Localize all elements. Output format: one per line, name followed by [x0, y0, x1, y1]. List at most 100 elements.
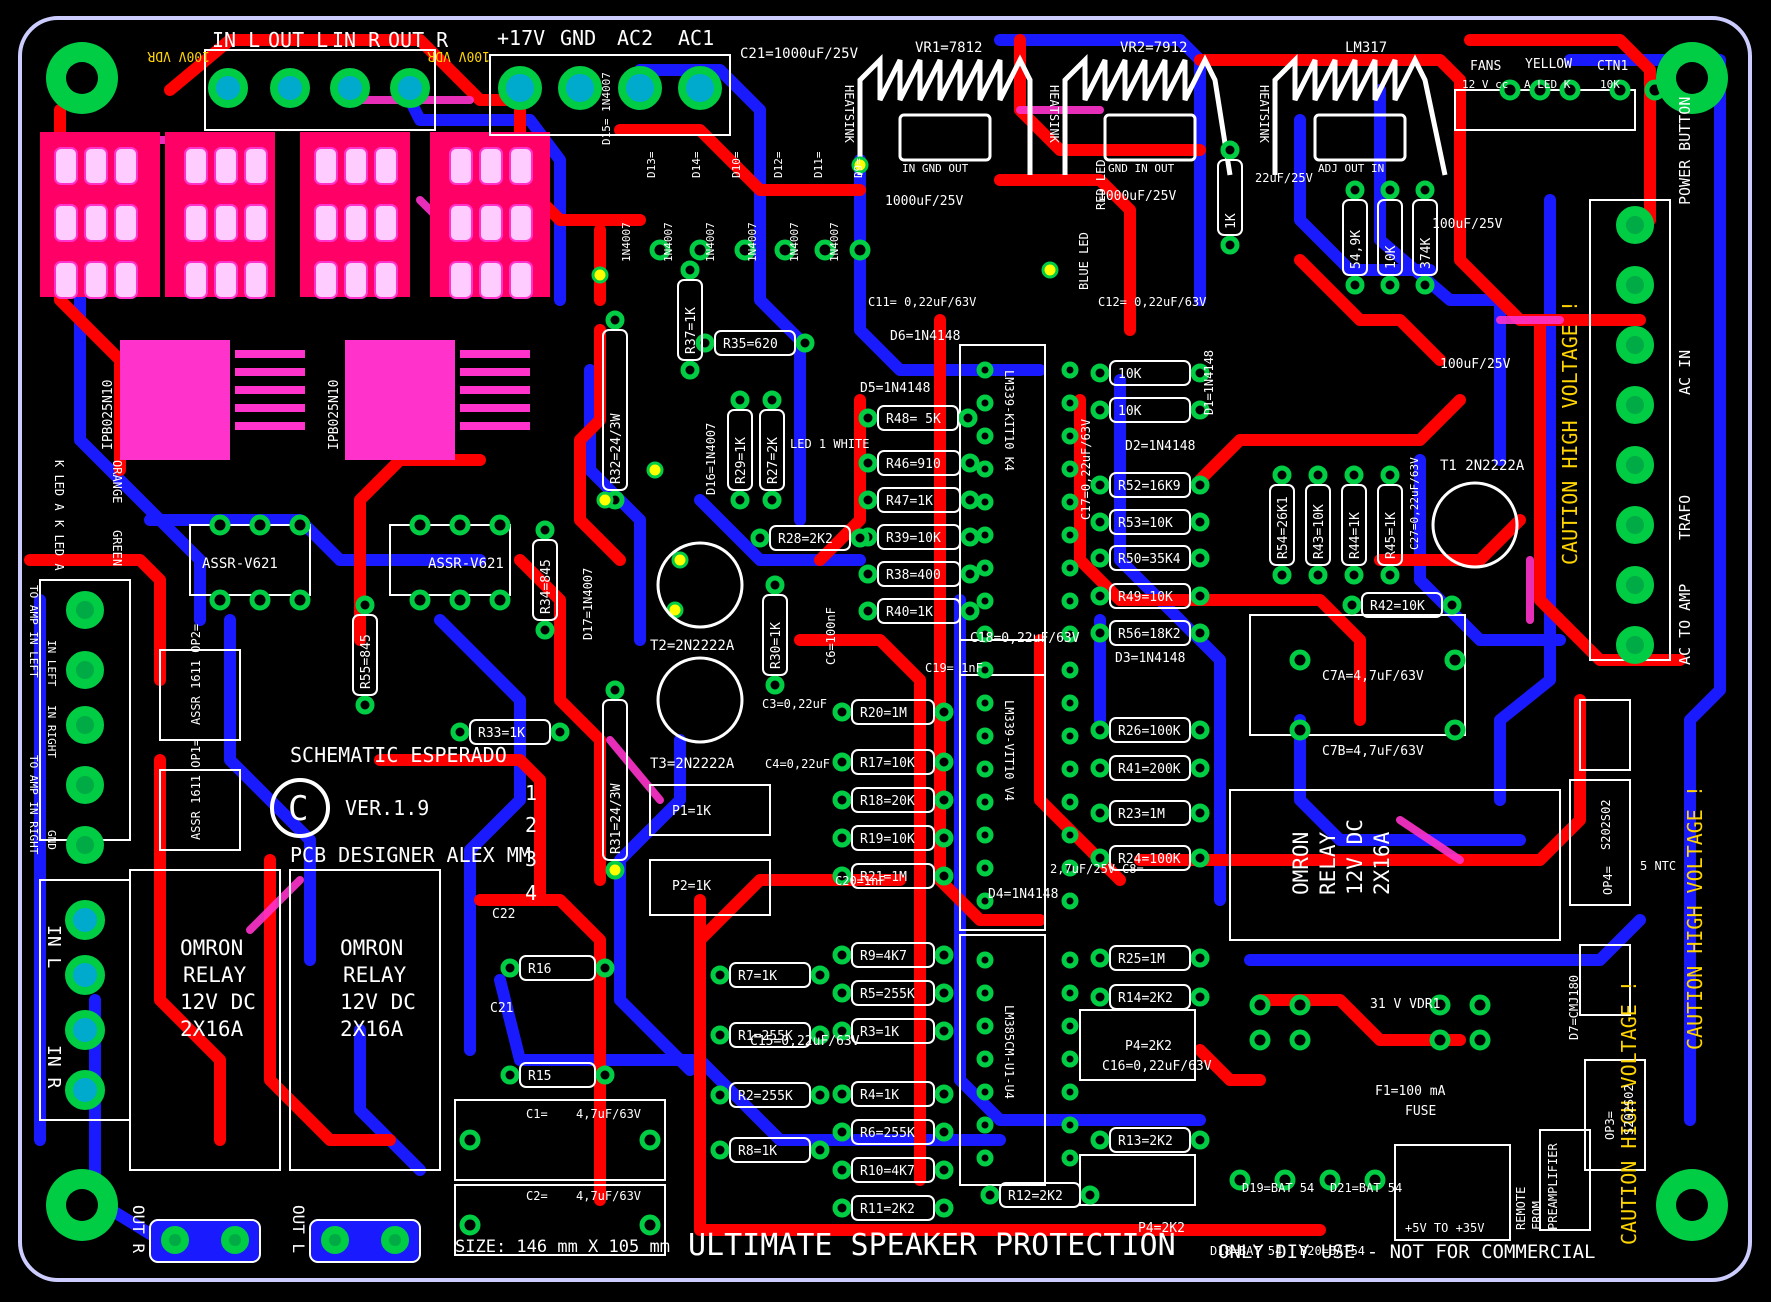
label-ac2: AC2: [617, 26, 653, 50]
resistor-bot-4: R6=255K: [851, 1119, 935, 1145]
pad: [976, 859, 994, 877]
resistor-left-bot-1-label: R1=255K: [738, 1029, 793, 1044]
pad: [1442, 595, 1462, 615]
pad: [976, 727, 994, 745]
pad: [934, 1021, 954, 1041]
pad: [1344, 465, 1364, 485]
label-yellow: YELLOW: [1525, 57, 1572, 72]
label-c8-value: 2,7uF/25V: [1050, 862, 1115, 876]
pad: [976, 1050, 994, 1068]
label-heatsink-1: HEATSINK: [842, 85, 856, 144]
resistor-right4-1-label: R14=2K2: [1118, 991, 1173, 1006]
pad: [1061, 1050, 1079, 1068]
label-t3: T3=2N2222A: [650, 756, 735, 772]
label-c22uf: 22uF/25V: [1255, 171, 1313, 185]
trimmer-p4-b: P4=2K2: [1138, 1221, 1185, 1236]
resistor-mid-4: R40=1K: [877, 598, 961, 624]
resistor-low-2: R18=20K: [851, 787, 935, 813]
label-c19: C19= 1nF: [925, 661, 983, 675]
label-red-led: RED LED: [1094, 159, 1108, 210]
resistor-r45: R45=1K: [1377, 484, 1403, 566]
label-c17: C17=0,22uF/63V: [1079, 419, 1093, 520]
pad: [795, 333, 815, 353]
pad: [1190, 586, 1210, 606]
pad: [832, 1084, 852, 1104]
pad: [1220, 235, 1240, 255]
caution-right-1: CAUTION HIGH VOLTAGE !: [1558, 300, 1582, 565]
pad: [934, 702, 954, 722]
relay-left: OMRON RELAY 12V DC 2X16A: [180, 936, 256, 1041]
pad: [832, 1198, 852, 1218]
resistor-left-bot-0-label: R7=1K: [738, 969, 777, 984]
resistor-low-0: R20=1M: [851, 699, 935, 725]
label-d21: D21=BAT 54: [1330, 1181, 1402, 1195]
resistor-bot-0: R9=4K7: [851, 942, 935, 968]
pad: [934, 1198, 954, 1218]
resistor-r34-label: R34=845: [539, 559, 554, 614]
pad: [680, 260, 700, 280]
terminal-pads: [65, 66, 1654, 1263]
label-c4: C4=0,22uF: [765, 757, 830, 771]
pin-1: 1: [525, 781, 537, 805]
resistor-left-bot-2-label: R2=255K: [738, 1089, 793, 1104]
label-out-l-bottom: OUT L: [289, 1205, 308, 1253]
pad: [1272, 565, 1292, 585]
pad: [1190, 848, 1210, 868]
label-c21: C21=1000uF/25V: [740, 46, 859, 62]
resistor-mid-2: R39=10K: [877, 524, 961, 550]
label-c16: C16=0,22uF/63V: [1102, 1059, 1212, 1074]
label-c15: C15=0,22uF/63V: [750, 1034, 860, 1049]
pad: [730, 390, 750, 410]
pad: [649, 239, 671, 261]
pad: [1061, 694, 1079, 712]
resistor-r28: R28=2K2: [769, 525, 851, 551]
label-c21-small: C21: [490, 1001, 513, 1016]
label-title: ULTIMATE SPEAKER PROTECTION: [688, 1228, 1176, 1263]
pad: [832, 983, 852, 1003]
label-led-green: GREEN: [110, 530, 124, 566]
pad: [450, 722, 470, 742]
resistor-bot-1: R5=255K: [851, 980, 935, 1006]
label-c3: C3=0,22uF: [762, 697, 827, 711]
pad: [1061, 493, 1079, 511]
pad: [1061, 526, 1079, 544]
resistor-labels: R46=910R47=1KR39=10KR38=400R40=1KR20=1MR…: [352, 159, 1443, 1236]
resistor-right2-4-label: R56=18K2: [1118, 627, 1181, 642]
pad: [459, 1214, 481, 1236]
pad: [810, 1085, 830, 1105]
pad: [1289, 994, 1311, 1016]
resistor-right2-0-label: R52=16K9: [1118, 479, 1181, 494]
label-17v: +17V: [497, 26, 545, 50]
resistor-bot-3: R4=1K: [851, 1081, 935, 1107]
via: [851, 156, 869, 174]
copyright-mark: C: [270, 778, 330, 838]
pad: [595, 958, 615, 978]
label-t2: T2=2N2222A: [650, 638, 735, 654]
pad: [639, 1214, 661, 1236]
resistor-right2-3-label: R49=10K: [1118, 590, 1173, 605]
pad: [710, 1085, 730, 1105]
label-1n4007-b: 1N4007: [662, 222, 675, 262]
resistor-r34: R34=845: [532, 539, 558, 621]
pad: [1380, 275, 1400, 295]
pad: [1380, 180, 1400, 200]
label-ic-3: LM385CM-U1-U4: [1002, 1005, 1016, 1099]
resistor-r31: R31=24/3W: [602, 699, 628, 861]
pad: [459, 1129, 481, 1151]
resistor-right3-1-label: R41=200K: [1118, 762, 1181, 777]
pad: [1061, 592, 1079, 610]
pad: [1220, 140, 1240, 160]
resistor-r37: R37=1K: [677, 279, 703, 361]
pad: [1429, 1029, 1451, 1051]
pad: [1429, 994, 1451, 1016]
label-vdr-left: 100V VDR: [147, 48, 210, 63]
resistor-r55-label: R55=845: [359, 634, 374, 689]
resistor-r55: R55=845: [352, 614, 378, 696]
pad: [1308, 565, 1328, 585]
resistor-bot-4-label: R6=255K: [860, 1126, 915, 1141]
resistor-r32: R32=24/3W: [602, 329, 628, 491]
pad: [1090, 400, 1110, 420]
label-version: VER.1.9: [345, 796, 429, 820]
pad: [695, 333, 715, 353]
resistor-right2-1: R53=10K: [1109, 509, 1191, 535]
